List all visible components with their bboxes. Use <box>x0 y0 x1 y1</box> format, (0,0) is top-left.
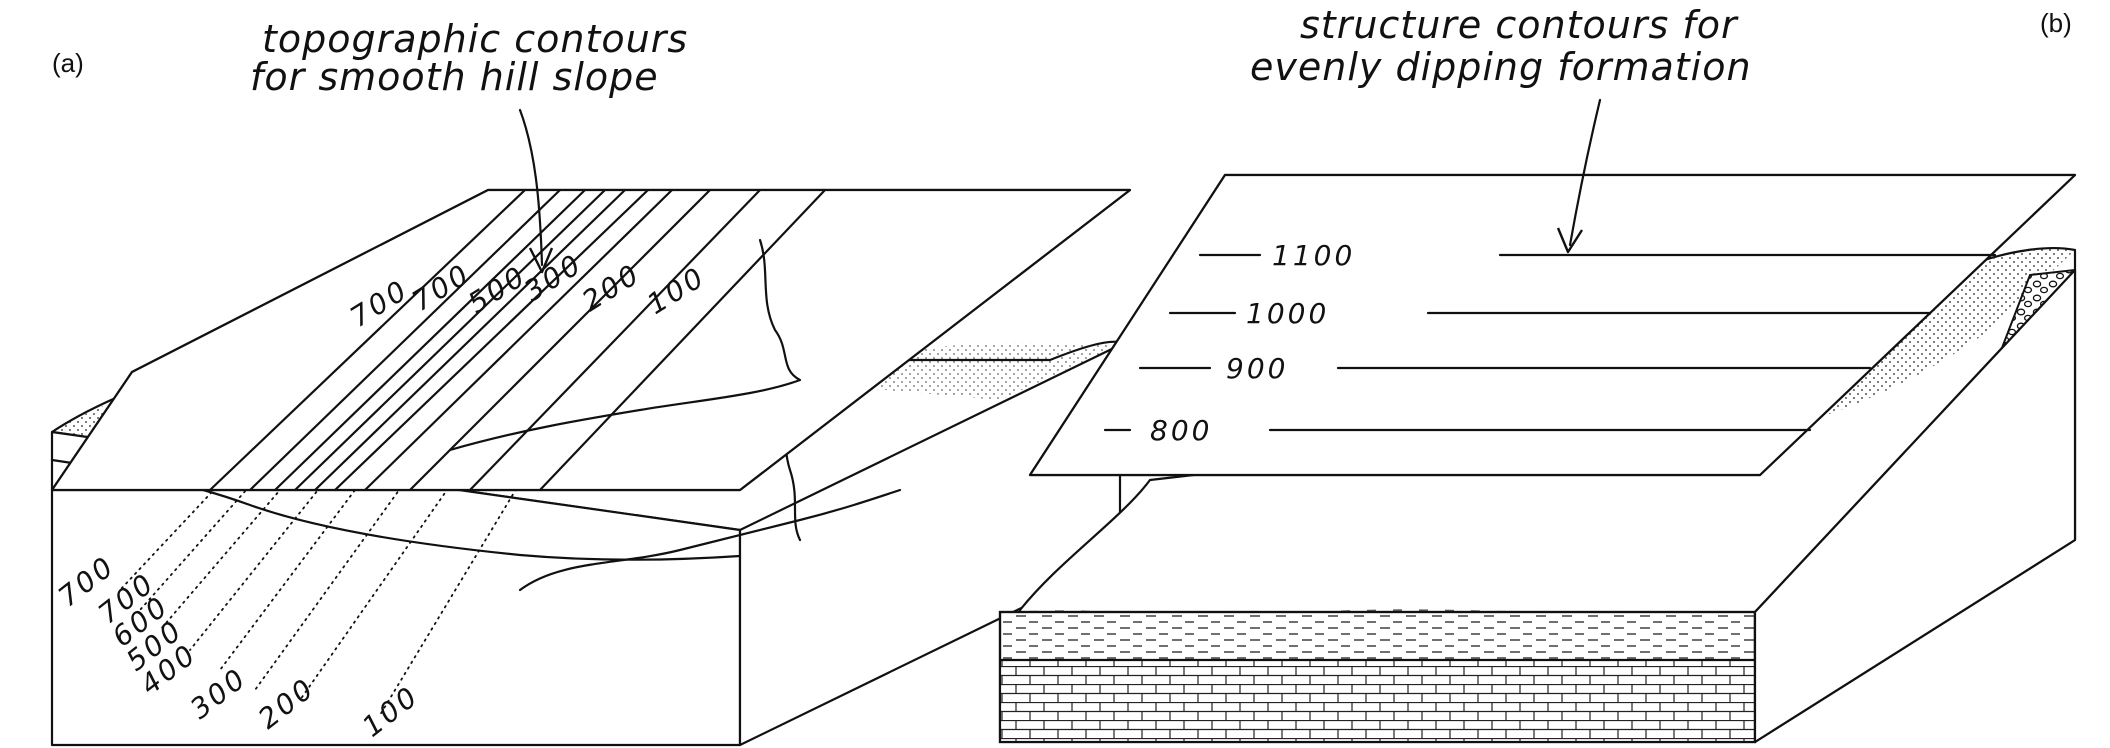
panel-a-sheet-outline <box>50 188 1132 492</box>
panel-b-sheet-contour-lines <box>1103 253 1997 432</box>
panel-a-caption-arrow <box>518 108 554 274</box>
panel-b-caption-line2: evenly dipping formation <box>1250 45 1752 89</box>
panel-a-caption-line2: for smooth hill slope <box>250 55 659 99</box>
panel-b-sheet-label-1000: 1000 <box>1246 297 1329 330</box>
panel-b-contour-sheet: 1100 1000 900 800 <box>1028 173 2077 477</box>
panel-b-sheet-outline <box>1028 173 2077 477</box>
panel-b-sheet-label-1100: 1100 <box>1272 239 1355 272</box>
panel-a-contour-sheet: 700 700 500 300 200 100 <box>50 188 1132 492</box>
panel-b-label: (b) <box>2040 8 2072 38</box>
panel-b-block <box>998 247 2077 744</box>
panel-a-sheet-stream <box>448 238 802 452</box>
panel-a: (a) topographic contours for smooth hill… <box>50 17 1132 747</box>
panel-b-sheet-contour-labels: 1100 1000 900 800 <box>1150 239 1355 447</box>
panel-a-caption-line1: topographic contours <box>262 17 688 61</box>
panel-b-limestone-layer <box>1000 660 1755 742</box>
panel-b-block-side <box>1753 268 2077 744</box>
panel-b-caption-arrow <box>1556 98 1602 254</box>
panel-b-sheet-label-800: 800 <box>1150 414 1212 447</box>
panel-b-caption-line1: structure contours for <box>1300 3 1739 47</box>
panel-a-stream <box>518 488 902 592</box>
panel-b-caption: structure contours for evenly dipping fo… <box>1250 3 1752 89</box>
panel-a-caption: topographic contours for smooth hill slo… <box>250 17 688 99</box>
panel-a-sheet-contour-lines <box>208 188 827 492</box>
panel-b: (b) structure contours for evenly dippin… <box>998 3 2077 744</box>
panel-b-block-front <box>998 609 1757 744</box>
panel-b-shale-layer <box>1000 609 1755 660</box>
panel-b-sheet-label-900: 900 <box>1226 352 1288 385</box>
panel-a-label: (a) <box>52 48 84 78</box>
